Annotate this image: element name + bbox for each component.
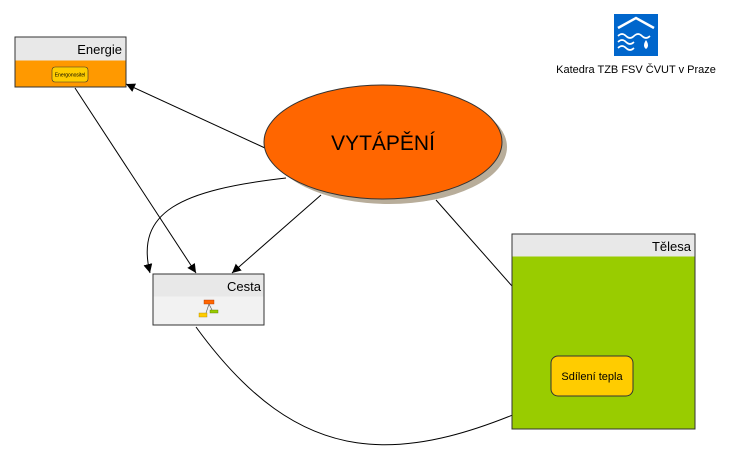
connector-center-to-cesta <box>231 194 322 274</box>
energonositel-box[interactable] <box>51 66 89 83</box>
center-ellipse <box>263 84 503 200</box>
flowchart-icon <box>198 299 219 318</box>
connector-center-to-energie <box>125 83 266 149</box>
cesta-header <box>153 274 264 297</box>
connector-center-to-cesta-curve <box>143 177 287 274</box>
energie-title: Energie <box>77 42 122 57</box>
telesa-header <box>512 234 695 257</box>
connector-energie-to-cesta <box>74 87 197 274</box>
connector-cesta-to-sdileni <box>195 326 559 446</box>
node-telesa[interactable]: Tělesa Sdílení tepla <box>511 233 696 430</box>
telesa-body <box>511 233 696 430</box>
node-cesta[interactable]: Cesta <box>152 273 265 326</box>
sdileni-tepla-box[interactable] <box>550 355 634 397</box>
center-node[interactable]: VYTÁPĚNÍ <box>263 84 507 204</box>
org-name: Katedra TZB FSV ČVUT v Praze <box>556 63 716 76</box>
water-drops-logo-icon <box>614 14 658 56</box>
sdileni-tepla-label: Sdílení tepla <box>561 371 623 383</box>
telesa-title: Tělesa <box>652 239 692 254</box>
energie-header <box>15 37 126 61</box>
connectors <box>74 83 574 446</box>
cesta-title: Cesta <box>227 279 262 294</box>
center-label: VYTÁPĚNÍ <box>331 132 435 155</box>
energonositel-label: Energonositel <box>55 73 86 79</box>
node-energie[interactable]: Energie Energonositel <box>14 36 127 88</box>
